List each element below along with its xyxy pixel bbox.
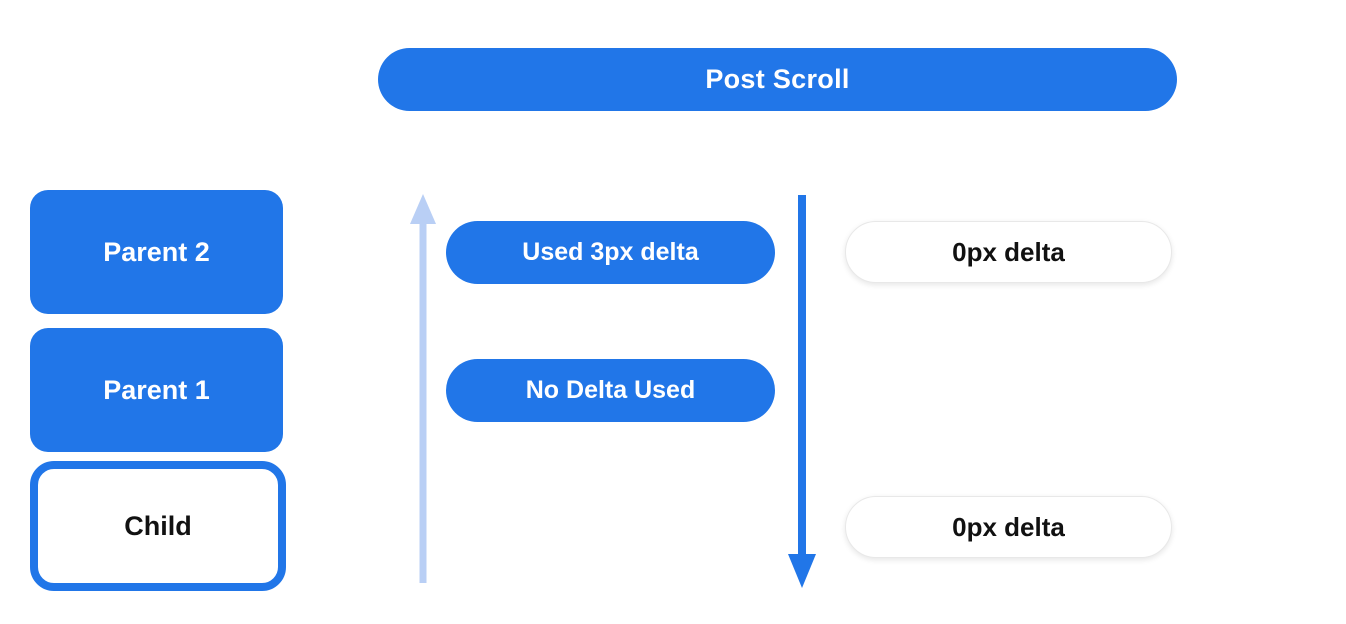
no-delta-pill: No Delta Used [446,359,775,422]
used-delta-pill: Used 3px delta [446,221,775,284]
post-scroll-label: Post Scroll [705,64,850,94]
parent1-box: Parent 1 [30,328,283,452]
zero-delta-pill-bottom: 0px delta [845,496,1172,558]
child-label: Child [124,510,192,541]
parent2-box: Parent 2 [30,190,283,314]
used-delta-label: Used 3px delta [522,238,699,266]
zero-delta-bottom-label: 0px delta [952,511,1065,542]
down-arrow-icon [788,195,816,588]
zero-delta-top-label: 0px delta [952,236,1065,267]
parent2-label: Parent 2 [103,236,210,267]
zero-delta-pill-top: 0px delta [845,221,1172,283]
up-arrow-icon [410,194,436,583]
no-delta-label: No Delta Used [525,376,696,404]
parent1-label: Parent 1 [103,374,210,405]
post-scroll-banner: Post Scroll [378,48,1177,111]
child-box: Child [30,461,286,591]
